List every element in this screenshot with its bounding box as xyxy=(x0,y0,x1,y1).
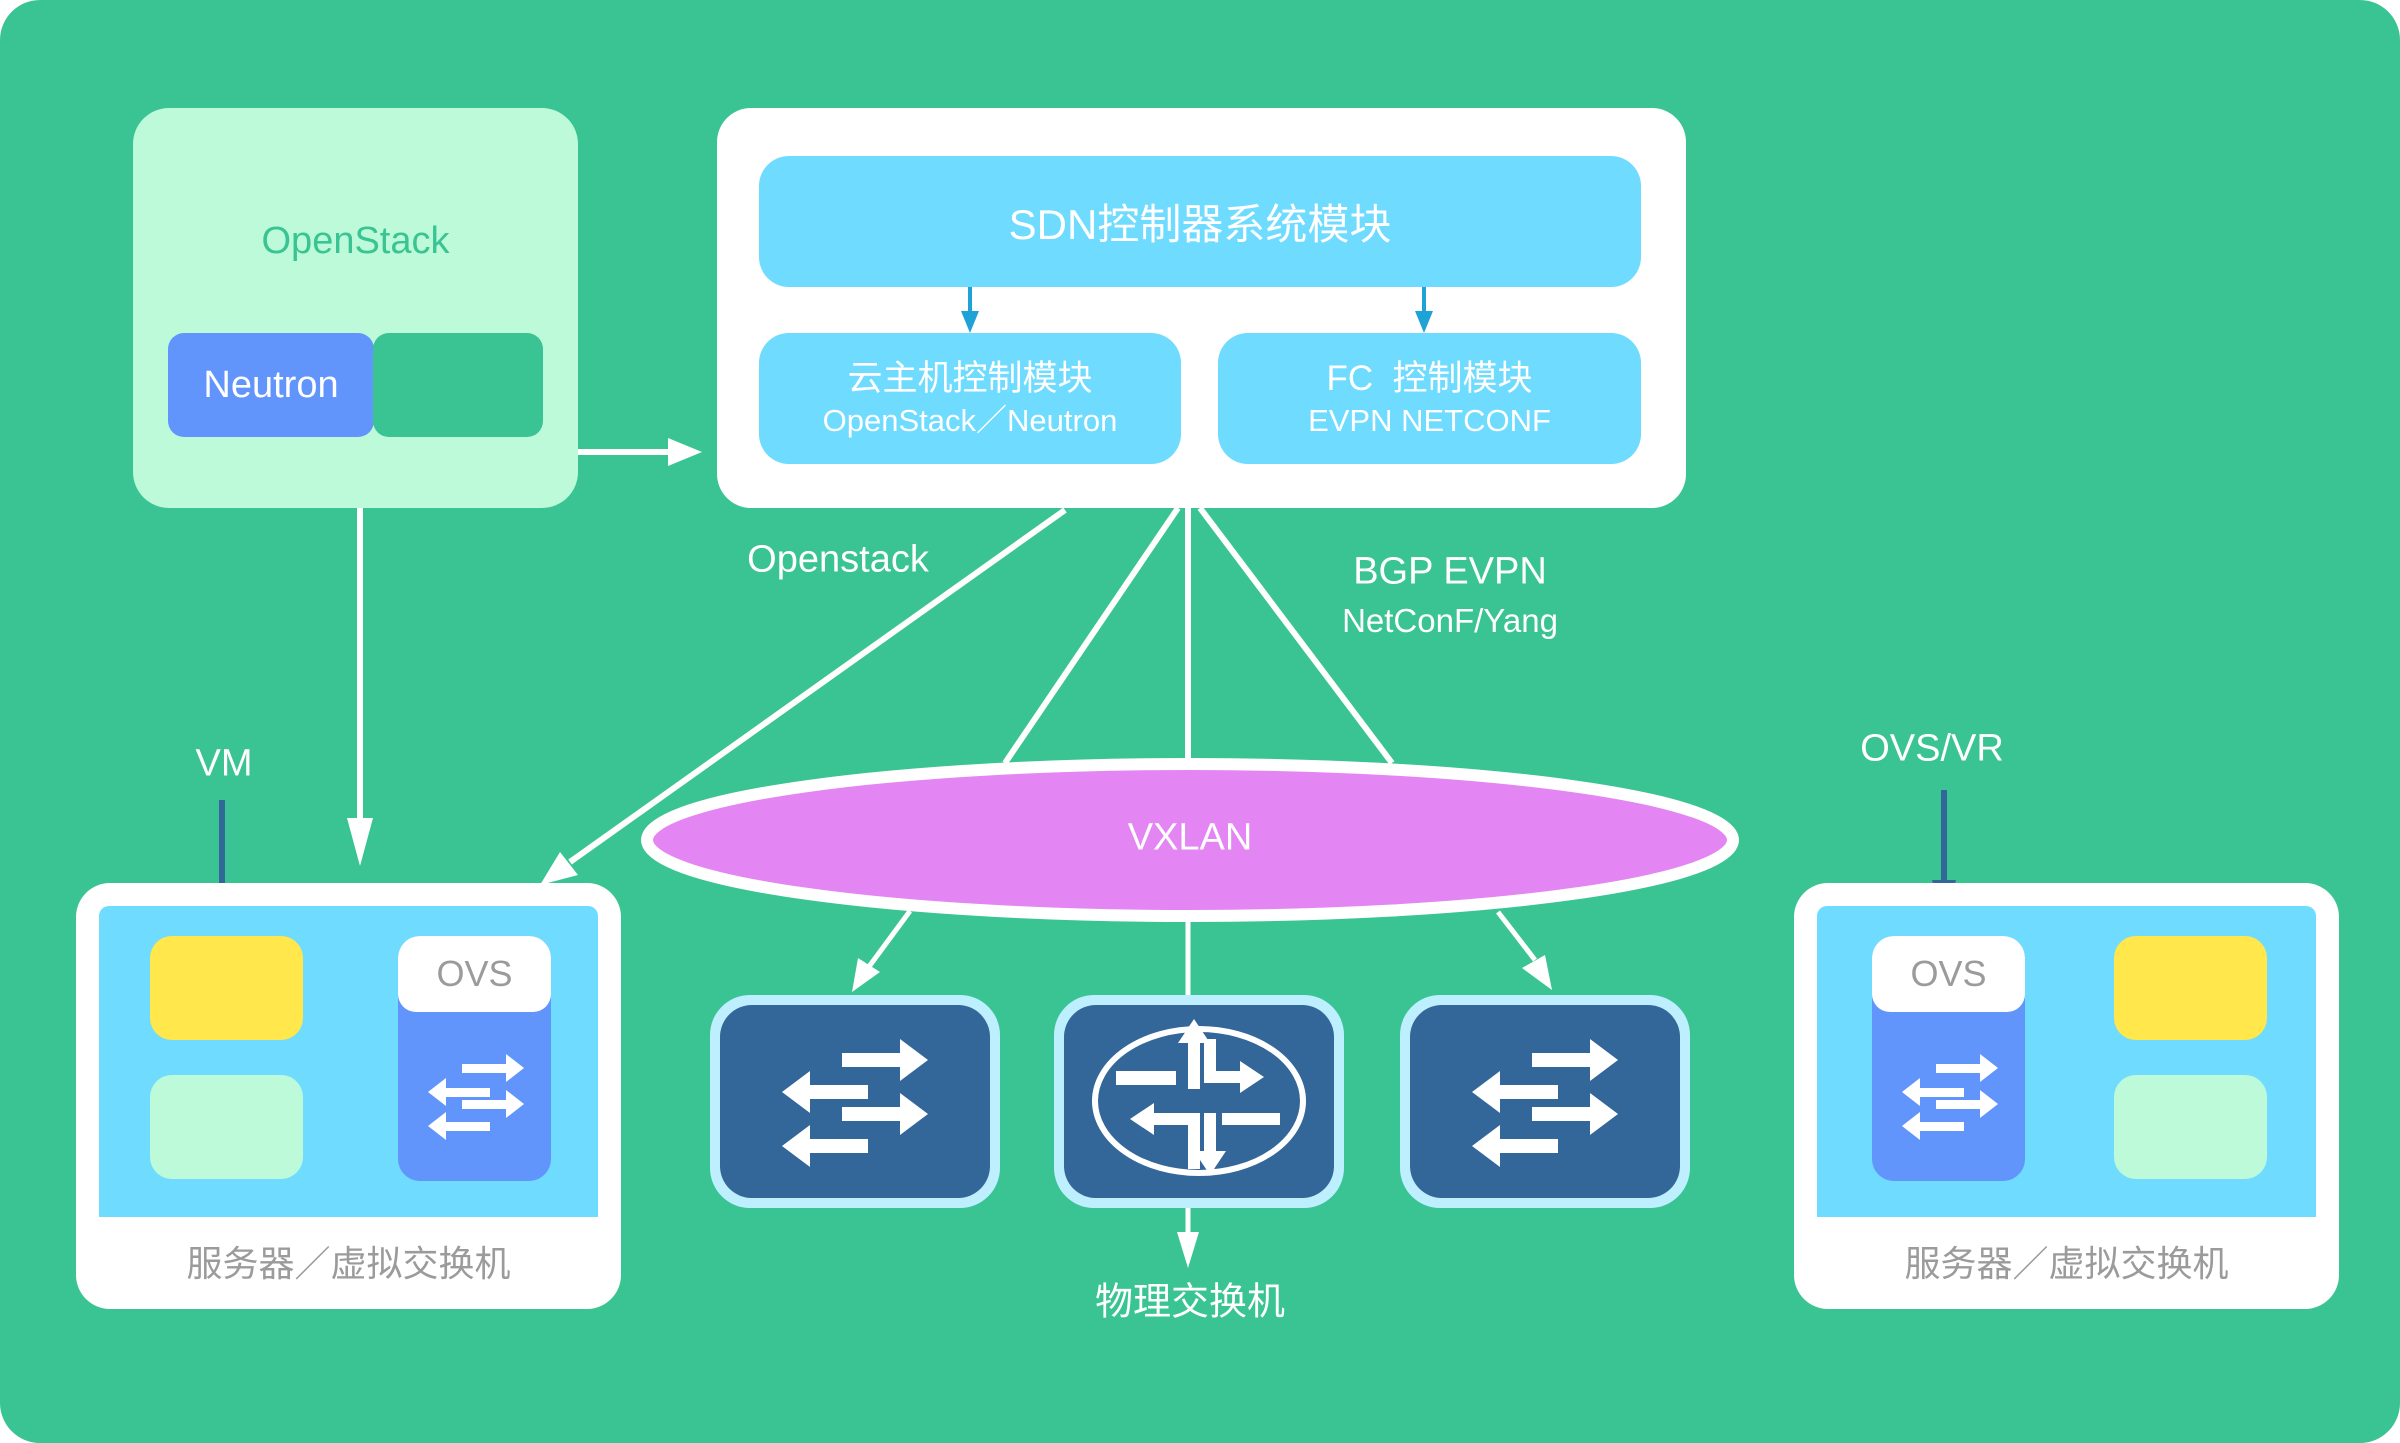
vm-pointer-label: VM xyxy=(195,742,253,785)
vm-control-module[interactable]: 云主机控制模块 OpenStack／Neutron xyxy=(759,333,1181,464)
sdn-system-module[interactable]: SDN控制器系统模块 xyxy=(759,156,1641,287)
physical-router-center[interactable] xyxy=(1054,995,1344,1208)
arrow-openstack-to-server xyxy=(347,508,373,866)
router-icon xyxy=(1092,1019,1306,1176)
ovs-label: OVS xyxy=(398,936,551,1012)
physical-switch-label: 物理交换机 xyxy=(1094,1281,1286,1324)
openstack-component-placeholder xyxy=(373,333,543,437)
vm-instance-yellow[interactable] xyxy=(150,936,303,1040)
ovs-label: OVS xyxy=(1872,936,2025,1012)
fc-control-module[interactable]: FC 控制模块 EVPN NETCONF xyxy=(1218,333,1641,464)
arrow-router-to-label xyxy=(1177,1208,1199,1268)
switch-arrows-icon xyxy=(428,1054,524,1140)
fc-control-module-subtitle: EVPN NETCONF xyxy=(1308,402,1551,438)
sdn-internal-arrows xyxy=(961,287,1433,333)
switch-icon xyxy=(1472,1039,1618,1167)
neutron-component[interactable]: Neutron xyxy=(168,333,374,437)
switch-arrows-icon xyxy=(1902,1054,1998,1140)
ovs-virtual-switch[interactable]: OVS xyxy=(398,936,551,1181)
server-left-caption: 服务器／虚拟交换机 xyxy=(186,1243,511,1284)
vm-instance-mint[interactable] xyxy=(150,1075,303,1179)
vxlan-label: VXLAN xyxy=(1127,816,1253,859)
vm-control-module-subtitle: OpenStack／Neutron xyxy=(822,402,1118,438)
fc-control-module-title: FC 控制模块 xyxy=(1326,358,1533,398)
switch-body xyxy=(720,1005,990,1198)
switch-body xyxy=(1410,1005,1680,1198)
openstack-title: OpenStack xyxy=(261,220,450,262)
openstack-block[interactable]: OpenStack Neutron xyxy=(133,108,578,508)
arrow-vxlan-to-switch-right xyxy=(1496,910,1552,990)
arrow-vxlan-to-switch-left xyxy=(852,909,913,992)
server-right-caption: 服务器／虚拟交换机 xyxy=(1904,1243,2229,1284)
server-right[interactable]: OVS 服务器／虚拟交换机 xyxy=(1794,883,2339,1309)
link-sdn-vxlan-1 xyxy=(1002,506,1181,765)
sdn-controller-block[interactable]: SDN控制器系统模块 云主机控制模块 OpenStack／Neutron FC … xyxy=(717,108,1686,508)
physical-switch-left[interactable] xyxy=(710,995,1000,1208)
physical-switch-right[interactable] xyxy=(1400,995,1690,1208)
bgp-evpn-label: BGP EVPN xyxy=(1353,550,1547,593)
vm-instance-yellow[interactable] xyxy=(2114,936,2267,1040)
switch-icon xyxy=(782,1039,928,1167)
ovs-virtual-switch[interactable]: OVS xyxy=(1872,936,2025,1181)
ovs-vr-pointer-label: OVS/VR xyxy=(1860,727,2004,770)
link-sdn-vxlan-3 xyxy=(1197,506,1395,765)
netconf-yang-label: NetConF/Yang xyxy=(1342,602,1558,639)
server-left[interactable]: OVS 服务器／虚拟交换机 xyxy=(76,883,621,1309)
vm-control-module-title: 云主机控制模块 xyxy=(847,358,1093,398)
openstack-link-label: Openstack xyxy=(747,538,929,581)
vm-instance-mint[interactable] xyxy=(2114,1075,2267,1179)
arrow-sdn-to-left-server xyxy=(540,507,1067,885)
arrow-openstack-to-sdn xyxy=(578,438,702,466)
